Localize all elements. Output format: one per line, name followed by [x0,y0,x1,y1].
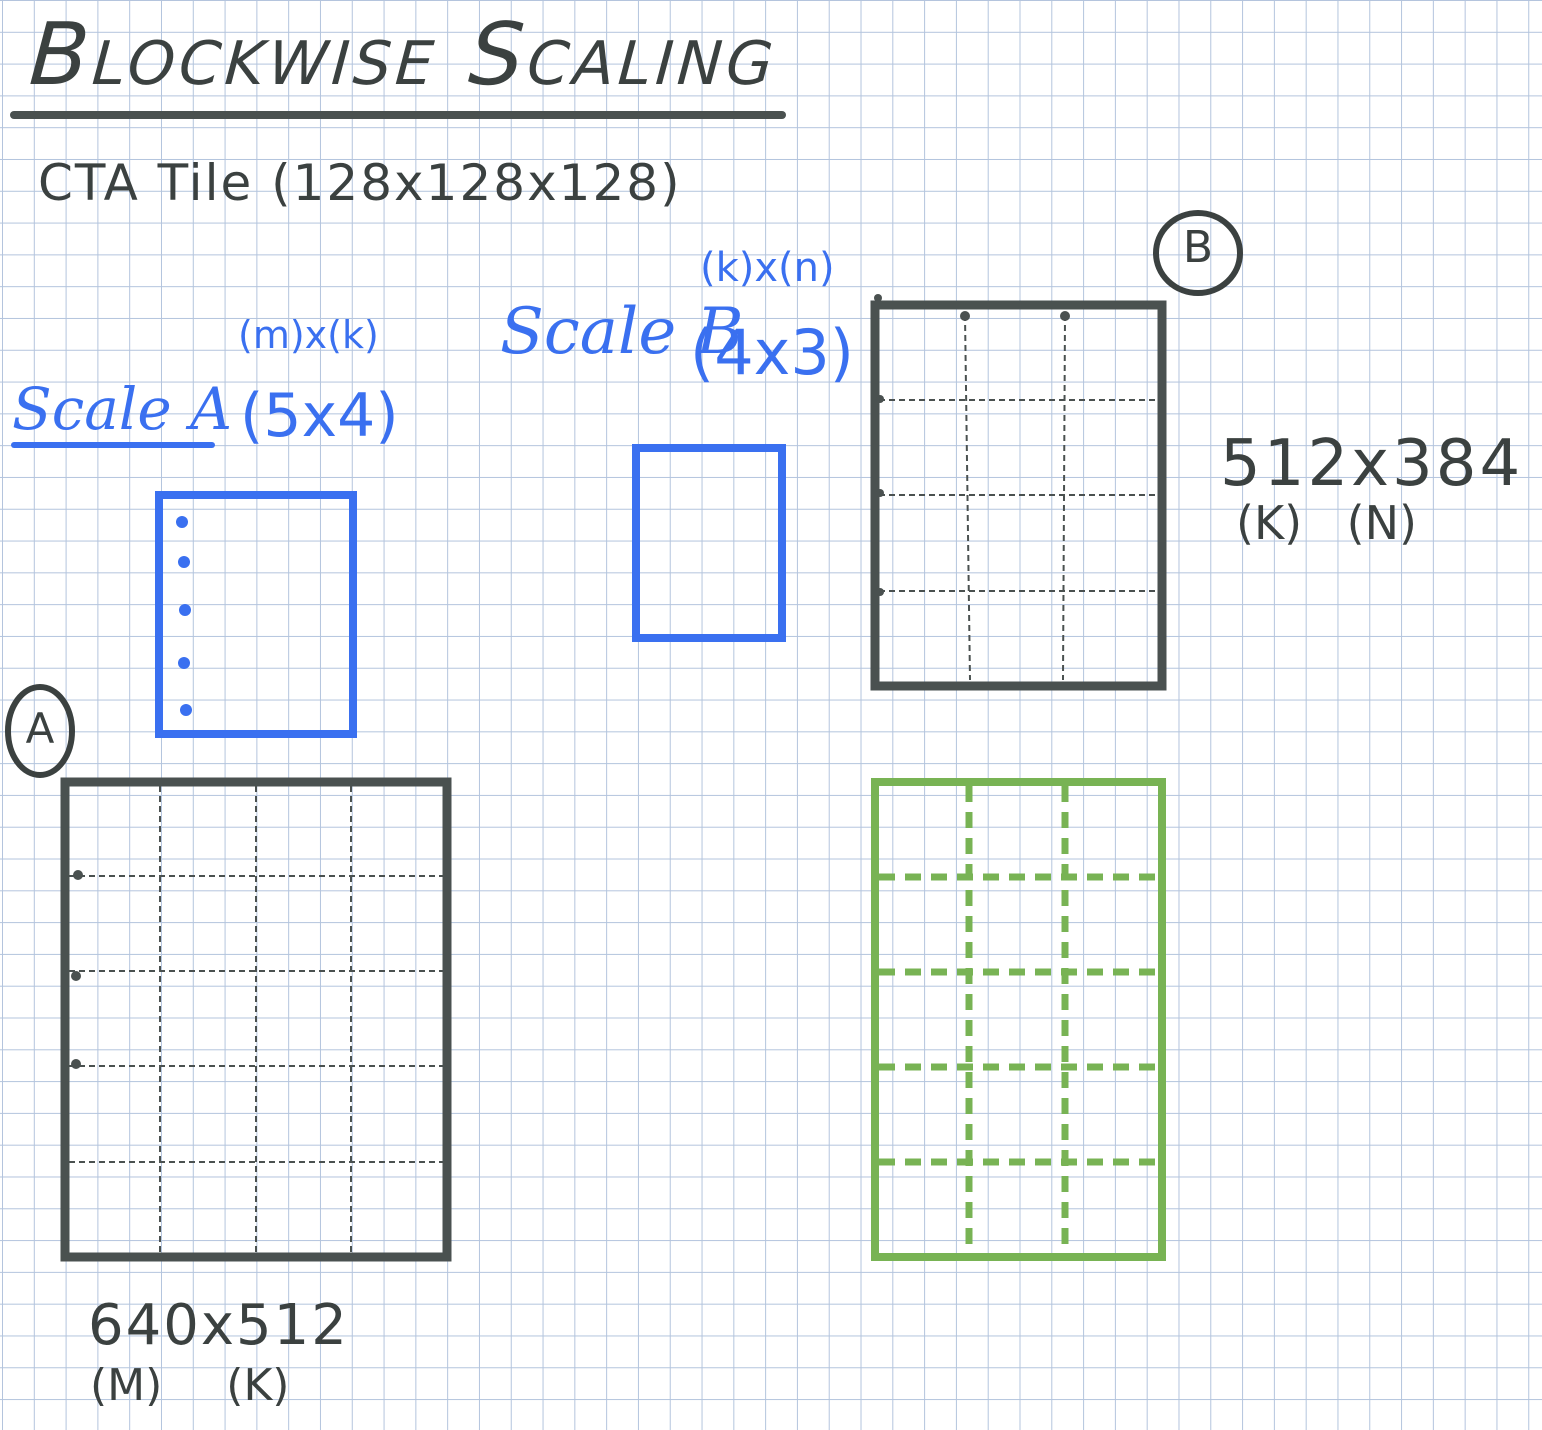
matrix-a-size: 640x512 [88,1293,349,1358]
scale-b-name: Scale B [500,295,744,369]
scale-a-dots [176,516,192,716]
scale-b-box [632,444,786,642]
matrix-a-label: A [25,704,55,753]
scale-a-dims: (5x4) [240,381,399,451]
matrix-a-outline [60,777,452,1262]
matrix-b [870,294,1167,691]
matrix-a [60,777,452,1262]
matrix-b-label-circle [1153,210,1243,296]
scale-a-box [155,491,357,738]
matrix-a-label-circle [5,684,75,778]
matrix-b-size: 512x384 [1220,427,1524,501]
matrix-b-axes: (K) (N) [1236,496,1417,550]
scale-b-dims: (4x3) [690,316,854,389]
matrix-c [871,778,1166,1261]
matrix-c-outline [871,778,1166,1261]
scale-b-axes: (k)x(n) [700,245,835,291]
scale-a-name: Scale A [12,375,232,443]
matrix-b-outline [870,300,1167,691]
diagram-title: Blockwise Scaling [26,5,781,105]
matrix-a-axes: (M) (K) [90,1360,290,1411]
scale-a-axes: (m)x(k) [238,313,379,357]
matrix-b-label: B [1182,222,1214,273]
diagram-subtitle: CTA Tile (128x128x128) [38,154,682,212]
